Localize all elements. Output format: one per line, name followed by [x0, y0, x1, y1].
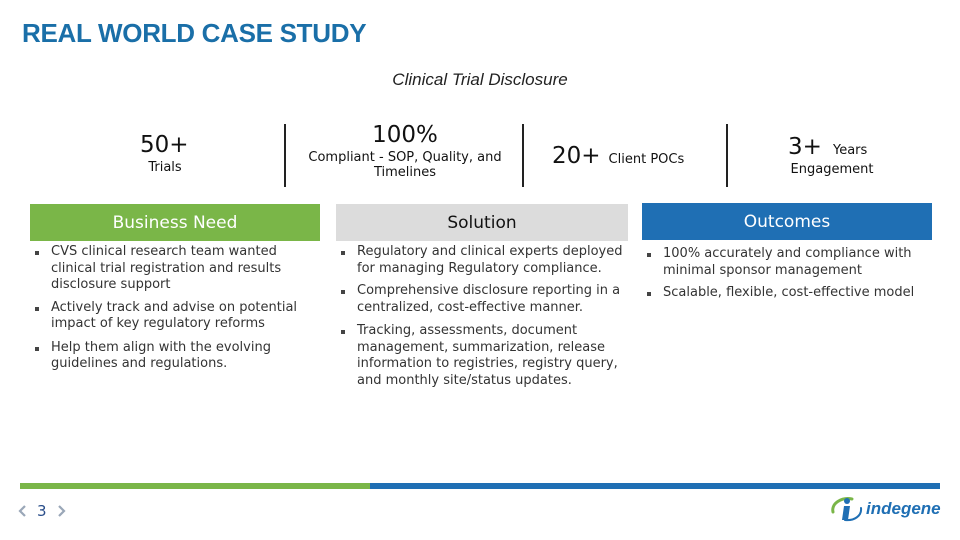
stat-client-pocs: 20+ Client POCs: [552, 143, 684, 169]
chevron-right-icon[interactable]: [57, 505, 66, 517]
stat-years: 3+ Years Engagement: [772, 134, 892, 177]
business-need-header: Business Need: [30, 204, 320, 241]
stat-label: Compliant - SOP, Quality, and Timelines: [308, 150, 502, 180]
list-item: Help them align with the evolving guidel…: [30, 340, 310, 373]
page-navigation: 3: [18, 502, 66, 520]
list-item: Actively track and advise on potential i…: [30, 300, 310, 333]
logo-text: indegene: [866, 499, 941, 518]
outcomes-list: 100% accurately and compliance with mini…: [642, 246, 932, 308]
business-need-list: CVS clinical research team wanted clinic…: [30, 244, 310, 379]
list-item: 100% accurately and compliance with mini…: [642, 246, 932, 279]
indegene-logo: indegene: [830, 496, 941, 522]
stat-trials: 50+ Trials: [110, 132, 220, 175]
list-item: Regulatory and clinical experts deployed…: [336, 244, 626, 277]
stat-value: 100%: [372, 122, 438, 148]
stat-label: Engagement: [790, 162, 874, 177]
solution-list: Regulatory and clinical experts deployed…: [336, 244, 626, 395]
list-item: Scalable, flexible, cost-effective model: [642, 285, 932, 302]
logo-mark-icon: [831, 497, 863, 522]
stat-value: 50+: [140, 132, 189, 158]
list-item: CVS clinical research team wanted clinic…: [30, 244, 310, 294]
chevron-left-icon[interactable]: [18, 505, 27, 517]
stat-value: 20+: [552, 143, 601, 169]
footer-bar-blue: [370, 483, 940, 489]
footer-bar-green: [20, 483, 370, 489]
stat-label: Client POCs: [608, 152, 685, 167]
stat-label: Trials: [148, 160, 182, 175]
list-item: Tracking, assessments, document manageme…: [336, 323, 626, 389]
page-number: 3: [37, 502, 47, 520]
solution-header: Solution: [336, 204, 628, 241]
stat-unit: Years: [833, 143, 868, 158]
page-title: REAL WORLD CASE STUDY: [22, 18, 367, 48]
divider: [726, 124, 728, 187]
divider: [522, 124, 524, 187]
outcomes-header: Outcomes: [642, 203, 932, 240]
stat-compliance: 100% Compliant - SOP, Quality, and Timel…: [300, 122, 510, 180]
divider: [284, 124, 286, 187]
subtitle: Clinical Trial Disclosure: [392, 70, 568, 89]
stat-value: 3+: [788, 134, 822, 160]
list-item: Comprehensive disclosure reporting in a …: [336, 283, 626, 316]
